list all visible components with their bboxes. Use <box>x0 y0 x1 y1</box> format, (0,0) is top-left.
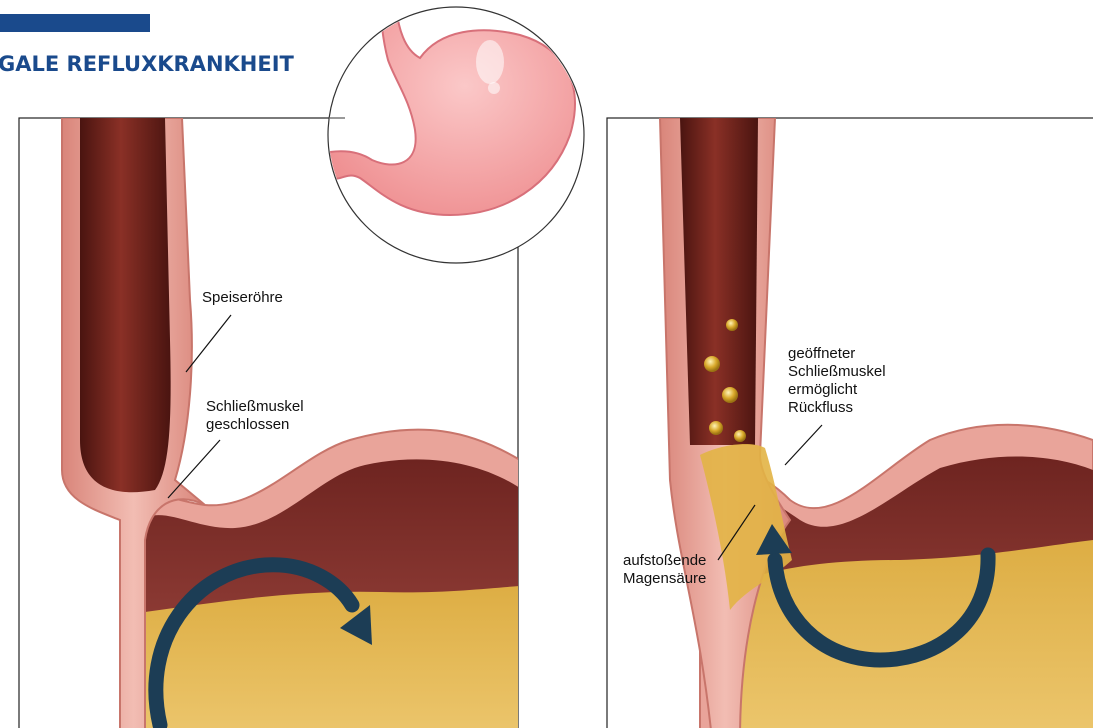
left-gastric-fluid <box>145 586 520 728</box>
label-open-line4: Rückfluss <box>788 399 853 416</box>
acid-bubble <box>704 356 720 372</box>
acid-bubble <box>734 430 746 442</box>
left-esophagus-lumen <box>80 118 171 492</box>
stomach-highlight <box>488 82 500 94</box>
stomach-highlight <box>476 40 504 84</box>
right-esophagus-lumen <box>680 118 758 445</box>
label-acid-line1: aufstoßende <box>623 552 706 569</box>
label-esophagus: Speiseröhre <box>202 289 283 306</box>
acid-bubble <box>722 387 738 403</box>
label-open-line1: geöffneter <box>788 345 855 362</box>
label-open-line3: ermöglicht <box>788 381 858 398</box>
right-panel: geöffneter Schließmuskel ermöglicht Rück… <box>607 118 1093 728</box>
label-acid-line2: Magensäure <box>623 570 706 587</box>
label-open-line2: Schließmuskel <box>788 363 886 380</box>
stomach-inset <box>328 0 584 263</box>
label-sphincter-line1: Schließmuskel <box>206 398 304 415</box>
acid-bubble <box>726 319 738 331</box>
label-sphincter-line2: geschlossen <box>206 416 289 433</box>
acid-bubble <box>709 421 723 435</box>
